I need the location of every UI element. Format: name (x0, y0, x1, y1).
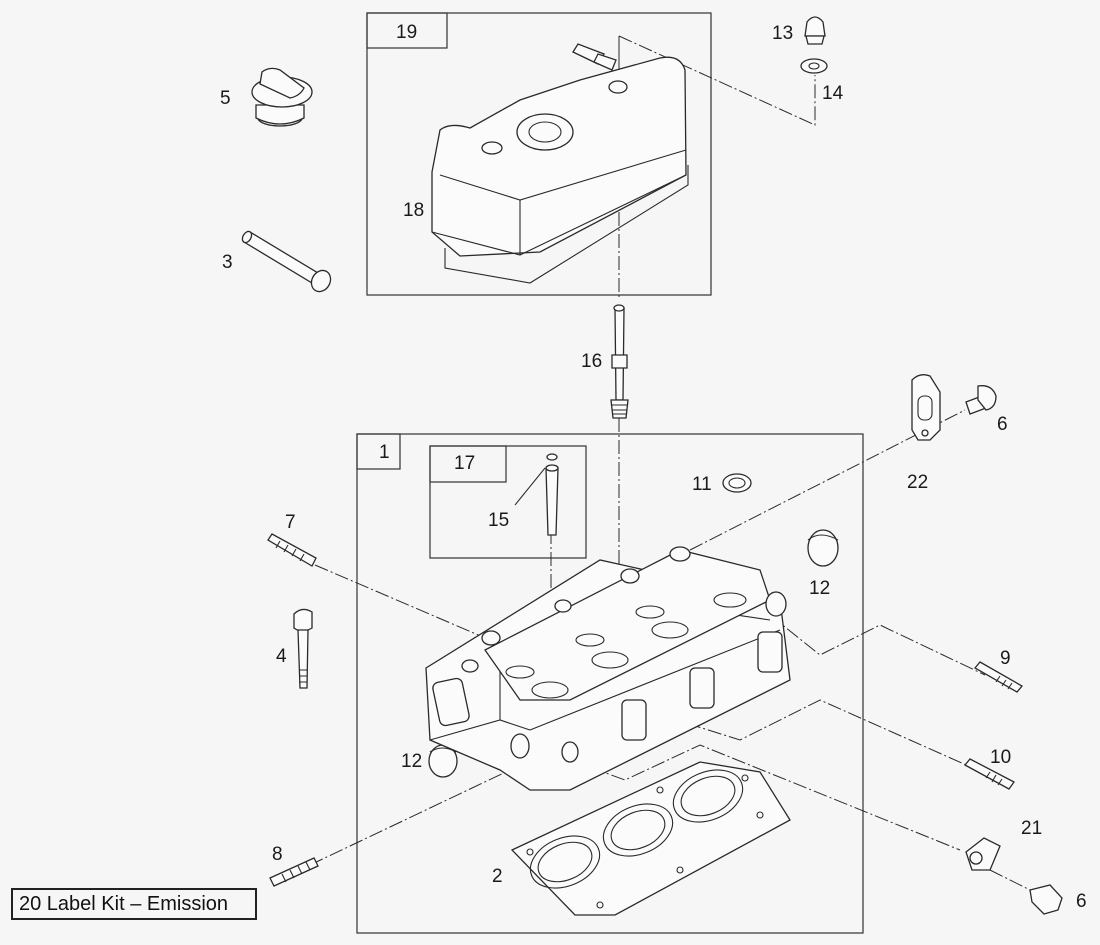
callout-17: 17 (454, 453, 475, 474)
stud-8 (269, 857, 319, 887)
group-box-1 (356, 433, 864, 934)
lifting-bracket (911, 374, 941, 441)
cap-nut (804, 16, 826, 45)
callout-6-lower: 6 (1076, 891, 1087, 912)
callout-13: 13 (772, 23, 793, 44)
bolt-6-upper (965, 385, 997, 415)
plug-12-left (428, 744, 458, 778)
stud-16 (610, 304, 629, 419)
callout-15: 15 (488, 510, 509, 531)
callout-3: 3 (222, 252, 233, 273)
callout-1: 1 (379, 442, 390, 463)
callout-10: 10 (990, 747, 1011, 768)
callout-18: 18 (403, 200, 424, 221)
callout-7: 7 (285, 512, 296, 533)
callout-6-upper: 6 (997, 414, 1008, 435)
oil-filler-cap (251, 67, 313, 127)
callout-11: 11 (692, 474, 712, 495)
bracket-21 (965, 837, 1001, 871)
callout-16: 16 (581, 351, 602, 372)
stud-7 (267, 533, 317, 567)
cylinder-head (425, 546, 791, 791)
pin-15 (545, 453, 559, 536)
label-kit-note: 20 Label Kit – Emission (11, 888, 257, 920)
callout-4: 4 (276, 646, 287, 667)
washer (800, 58, 828, 74)
callout-5: 5 (220, 88, 231, 109)
o-ring (722, 473, 752, 493)
callout-21: 21 (1021, 818, 1042, 839)
group-box-17 (429, 445, 587, 559)
plug-12-right (807, 529, 839, 567)
callout-12-left: 12 (401, 751, 422, 772)
callout-14: 14 (822, 83, 844, 104)
stud-10 (963, 758, 1015, 790)
group-box-19 (366, 12, 712, 296)
valve-cover (431, 43, 689, 284)
leader-lines (309, 35, 1041, 896)
stud-9 (974, 661, 1023, 693)
callout-22: 22 (907, 472, 928, 493)
callout-8: 8 (272, 844, 283, 865)
callout-2: 2 (492, 866, 503, 887)
callout-19: 19 (396, 22, 417, 43)
bolt-4 (293, 608, 313, 689)
callout-9: 9 (1000, 648, 1011, 669)
callout-12-right: 12 (809, 578, 830, 599)
bolt-6-lower (1029, 884, 1063, 915)
head-gasket (510, 761, 791, 916)
breather-tube (241, 230, 332, 293)
